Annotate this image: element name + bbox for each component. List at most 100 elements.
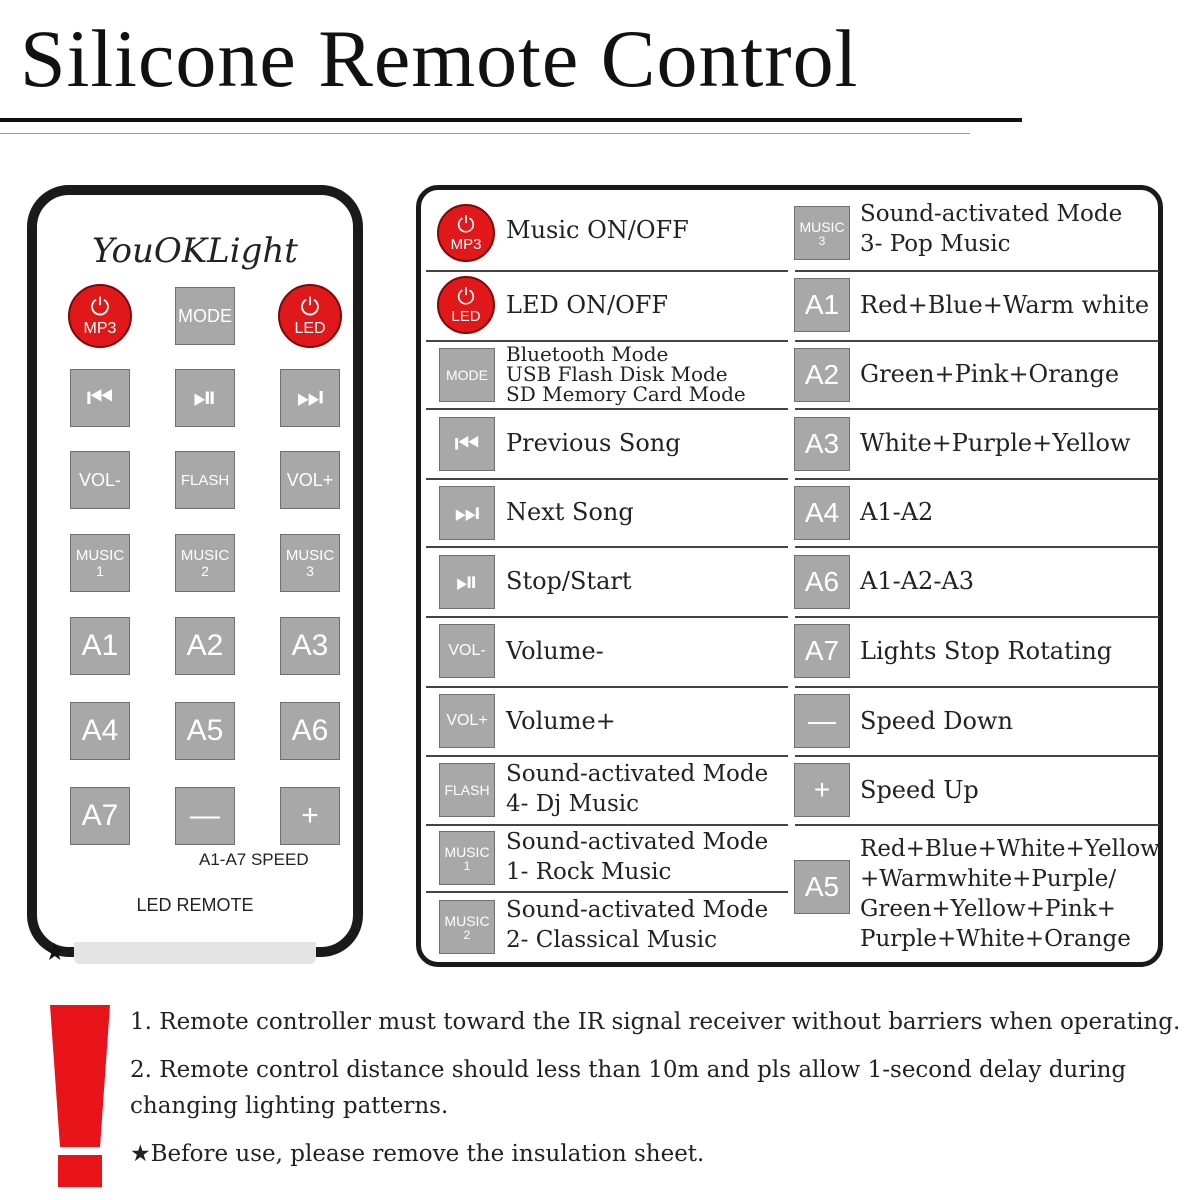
power-icon: ⏻ — [300, 293, 320, 321]
a7-button[interactable]: A7 — [70, 787, 130, 845]
function-row: Speed Up — [860, 775, 979, 804]
note-2: 2. Remote control distance should less t… — [130, 1057, 1127, 1083]
function-row: Stop/Start — [506, 567, 632, 595]
title-rule-thick — [0, 118, 1022, 122]
led-power-button[interactable]: ⏻ LED — [278, 284, 342, 348]
mp3-power-button[interactable]: ⏻ MP3 — [68, 284, 132, 348]
power-icon: ⏻ — [457, 284, 475, 309]
speed-up-button: + — [794, 763, 850, 817]
a1-button[interactable]: A1 — [70, 617, 130, 675]
row-divider — [426, 270, 788, 272]
function-row: Next Song — [506, 498, 634, 526]
skip-next-icon: ⏭ — [439, 486, 495, 540]
a2-button[interactable]: A2 — [175, 617, 235, 675]
skip-previous-icon[interactable]: ⏮ — [70, 369, 130, 427]
function-row: Previous Song — [506, 429, 681, 457]
mode-button: MODE — [439, 348, 495, 402]
music2-button: MUSIC 2 — [439, 900, 495, 954]
led-power-button: ⏻ LED — [437, 276, 495, 334]
function-row: White+Purple+Yellow — [860, 429, 1131, 457]
mp3-power-button: ⏻ MP3 — [437, 204, 495, 262]
function-row: Red+Blue+White+Yellow +Warmwhite+Purple/… — [860, 836, 1160, 952]
power-icon: ⏻ — [457, 212, 475, 237]
function-row: Sound-activated Mode 1- Rock Music — [506, 828, 769, 885]
row-divider — [795, 546, 1159, 548]
title-rule-thin — [0, 133, 970, 134]
row-divider — [795, 478, 1159, 480]
speed-down-button[interactable]: — — [175, 787, 235, 845]
function-row: Volume- — [506, 637, 604, 665]
row-divider — [795, 408, 1159, 410]
music2-button[interactable]: MUSIC 2 — [175, 534, 235, 592]
music3-button[interactable]: MUSIC 3 — [280, 534, 340, 592]
row-divider — [795, 616, 1159, 618]
function-row: Sound-activated Mode 3- Pop Music — [860, 201, 1123, 257]
vol-plus-button: VOL+ — [439, 694, 495, 748]
note-3: ★Before use, please remove the insulatio… — [130, 1141, 705, 1167]
row-divider — [426, 755, 788, 757]
row-divider — [426, 891, 788, 893]
row-divider — [426, 478, 788, 480]
speed-label: A1-A7 SPEED — [199, 850, 309, 869]
row-divider — [795, 755, 1159, 757]
row-divider — [795, 270, 1159, 272]
row-divider — [426, 616, 788, 618]
skip-next-icon[interactable]: ⏭ — [280, 369, 340, 427]
row-divider — [795, 824, 1159, 826]
vol-plus-button[interactable]: VOL+ — [280, 451, 340, 509]
a4-button[interactable]: A4 — [70, 702, 130, 760]
music1-button: MUSIC 1 — [439, 831, 495, 885]
speed-down-button: — — [794, 694, 850, 748]
play-pause-icon: ⏯ — [439, 555, 495, 609]
a7-button: A7 — [794, 624, 850, 678]
a4-button: A4 — [794, 486, 850, 540]
function-row: Music ON/OFF — [506, 216, 689, 244]
play-pause-icon[interactable]: ⏯ — [175, 369, 235, 427]
function-row: LED ON/OFF — [506, 291, 669, 319]
row-divider — [426, 408, 788, 410]
function-row: Bluetooth Mode USB Flash Disk Mode SD Me… — [506, 342, 746, 406]
insulation-sheet — [74, 942, 316, 964]
note-2-continued: changing lighting patterns. — [130, 1093, 449, 1119]
a2-button: A2 — [794, 348, 850, 402]
star-icon: ★ — [44, 938, 66, 966]
music1-button[interactable]: MUSIC 1 — [70, 534, 130, 592]
a3-button: A3 — [794, 417, 850, 471]
a6-button: A6 — [794, 555, 850, 609]
row-divider — [795, 686, 1159, 688]
row-divider — [426, 824, 788, 826]
skip-previous-icon: ⏮ — [439, 417, 495, 471]
function-row: A1-A2 — [860, 498, 934, 526]
remote-illustration: YouOKLight ⏻ MP3 MODE ⏻ LED ⏮ ⏯ ⏭ VOL- F… — [27, 185, 363, 957]
a6-button[interactable]: A6 — [280, 702, 340, 760]
function-row: Speed Down — [860, 706, 1013, 735]
flash-button[interactable]: FLASH — [175, 451, 235, 509]
a3-button[interactable]: A3 — [280, 617, 340, 675]
flash-button: FLASH — [439, 763, 495, 817]
function-row: Green+Pink+Orange — [860, 360, 1120, 388]
function-row: Red+Blue+Warm white — [860, 291, 1150, 319]
page-title: Silicone Remote Control — [20, 13, 859, 104]
function-row: A1-A2-A3 — [860, 567, 975, 595]
led-remote-label: LED REMOTE — [136, 895, 254, 915]
note-1: 1. Remote controller must toward the IR … — [130, 1009, 1181, 1035]
speed-up-button[interactable]: + — [280, 787, 340, 845]
function-row: Sound-activated Mode 4- Dj Music — [506, 760, 769, 817]
vol-minus-button[interactable]: VOL- — [70, 451, 130, 509]
row-divider — [426, 686, 788, 688]
a5-button: A5 — [794, 860, 850, 914]
function-row: Volume+ — [506, 706, 616, 735]
vol-minus-button: VOL- — [439, 624, 495, 678]
music3-button: MUSIC 3 — [794, 206, 850, 260]
power-icon: ⏻ — [90, 293, 110, 321]
a5-button[interactable]: A5 — [175, 702, 235, 760]
a1-button: A1 — [794, 278, 850, 332]
function-table: ⏻ MP3 Music ON/OFF ⏻ LED LED ON/OFF MODE… — [416, 185, 1163, 967]
function-row: Sound-activated Mode 2- Classical Music — [506, 897, 769, 953]
remote-brand-logo: YouOKLight — [92, 231, 298, 271]
exclamation-icon — [50, 1005, 110, 1187]
function-row: Lights Stop Rotating — [860, 637, 1113, 665]
mode-button[interactable]: MODE — [175, 287, 235, 345]
row-divider — [426, 546, 788, 548]
row-divider — [795, 340, 1159, 342]
